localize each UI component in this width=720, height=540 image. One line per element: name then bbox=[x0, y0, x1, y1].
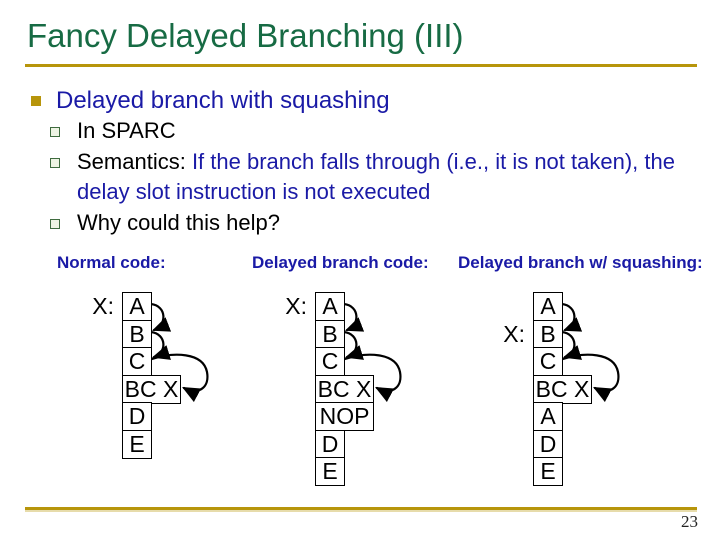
instruction-box: D bbox=[122, 402, 152, 431]
bullet-level1-text: Delayed branch with squashing bbox=[56, 87, 390, 114]
sub-bullet-list: In SPARC Semantics: If the branch falls t… bbox=[50, 116, 698, 239]
instruction-box: B bbox=[533, 319, 563, 349]
instruction-box: BC X bbox=[122, 374, 181, 404]
hollow-square-bullet-icon bbox=[50, 158, 60, 168]
page-number: 23 bbox=[681, 512, 698, 531]
column-header: Delayed branch w/ squashing: bbox=[458, 253, 703, 272]
branch-target-label: X: bbox=[503, 320, 525, 347]
sub-bullet-item: Semantics: If the branch falls through (… bbox=[50, 147, 698, 207]
column-header: Delayed branch code: bbox=[252, 253, 429, 272]
sub-bullet-text-part: If the branch falls through (i.e., it is… bbox=[77, 149, 675, 204]
control-flow-arrows bbox=[560, 292, 632, 437]
footer-line-shadow bbox=[25, 510, 697, 512]
instruction-box: BC X bbox=[533, 374, 592, 404]
instruction-box: A bbox=[533, 402, 563, 431]
instruction-box: D bbox=[315, 429, 345, 459]
instruction-box: A bbox=[122, 292, 152, 321]
instruction-box: C bbox=[122, 347, 152, 376]
instruction-box: BC X bbox=[315, 374, 374, 404]
branch-target-label: X: bbox=[285, 293, 307, 319]
control-flow-arrows bbox=[149, 292, 221, 437]
slide-title: Fancy Delayed Branching (III) bbox=[27, 17, 464, 54]
branch-target-label: X: bbox=[92, 293, 114, 319]
instruction-box: E bbox=[533, 457, 563, 486]
sub-bullet-text: Why could this help? bbox=[77, 208, 280, 238]
instruction-box: B bbox=[315, 319, 345, 349]
sub-bullet-text-part: Semantics: bbox=[77, 149, 192, 174]
bullet-level1: Delayed branch with squashing bbox=[31, 86, 390, 116]
hollow-square-bullet-icon bbox=[50, 127, 60, 137]
sub-bullet-item: In SPARC bbox=[50, 116, 698, 146]
square-bullet-icon bbox=[31, 96, 41, 106]
instruction-box: A bbox=[533, 292, 563, 321]
column-header: Normal code: bbox=[57, 253, 166, 272]
sub-bullet-text-part: Why could this help? bbox=[77, 210, 280, 235]
instruction-box: E bbox=[315, 457, 345, 486]
sub-bullet-text: In SPARC bbox=[77, 116, 176, 146]
footer-line bbox=[25, 507, 697, 510]
instruction-box: D bbox=[533, 429, 563, 459]
sub-bullet-text-part: In SPARC bbox=[77, 118, 176, 143]
hollow-square-bullet-icon bbox=[50, 219, 60, 229]
instruction-box: C bbox=[533, 347, 563, 376]
instruction-box: E bbox=[122, 429, 152, 459]
instruction-box: B bbox=[122, 319, 152, 349]
title-underline bbox=[25, 64, 697, 67]
sub-bullet-item: Why could this help? bbox=[50, 208, 698, 238]
sub-bullet-text: Semantics: If the branch falls through (… bbox=[77, 147, 675, 207]
instruction-box: NOP bbox=[315, 402, 374, 431]
instruction-box: A bbox=[315, 292, 345, 321]
instruction-box: C bbox=[315, 347, 345, 376]
